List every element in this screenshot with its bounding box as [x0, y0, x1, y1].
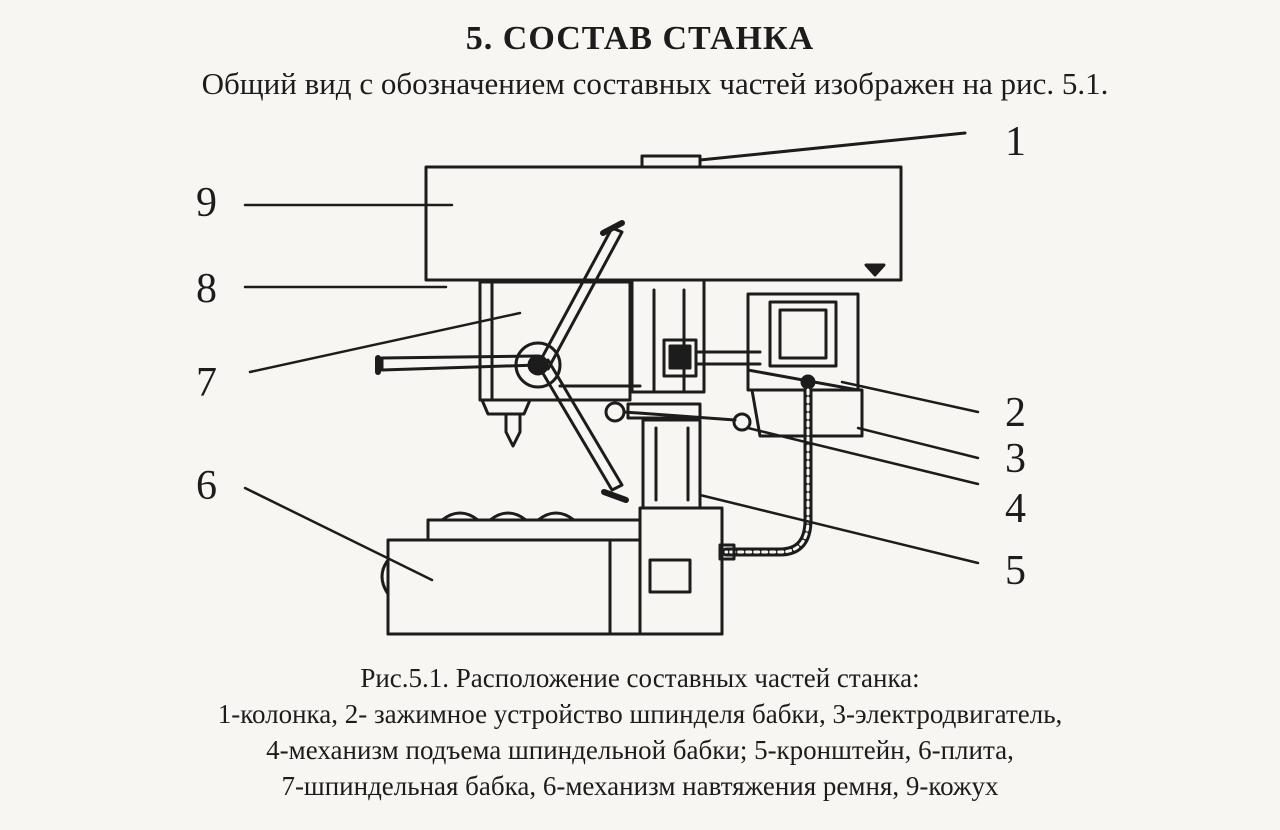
bracket [638, 418, 724, 636]
section-title: 5. СОСТАВ СТАНКА [465, 20, 815, 57]
cover-housing [424, 131, 967, 282]
callout-6: 6 [196, 463, 217, 509]
caption-title: Рис.5.1. Расположение составных частей с… [360, 663, 920, 693]
callout-7: 7 [196, 360, 217, 406]
callout-8: 8 [196, 266, 217, 312]
callout-5: 5 [1005, 548, 1026, 594]
caption-line: 4-механизм подъема шпиндельной бабки; 5-… [266, 735, 1014, 765]
callout-4: 4 [1005, 486, 1026, 532]
caption-line: 1-колонка, 2- зажимное устройство шпинде… [217, 699, 1063, 729]
leader-lines [243, 203, 980, 582]
spindle-head [375, 220, 642, 503]
lifting-mechanism [604, 401, 752, 432]
callout-9: 9 [196, 180, 217, 226]
caption-line: 7-шпиндельная бабка, 6-механизм навтяжен… [281, 771, 999, 801]
callout-1: 1 [1005, 119, 1026, 165]
intro-text: Общий вид с обозначением составных часте… [201, 66, 1109, 101]
callout-3: 3 [1005, 436, 1026, 482]
column [630, 278, 762, 394]
base-plate [380, 511, 724, 636]
callout-2: 2 [1005, 390, 1026, 436]
motor [746, 292, 864, 438]
figure-caption: Рис.5.1. Расположение составных частей с… [0, 660, 1280, 804]
